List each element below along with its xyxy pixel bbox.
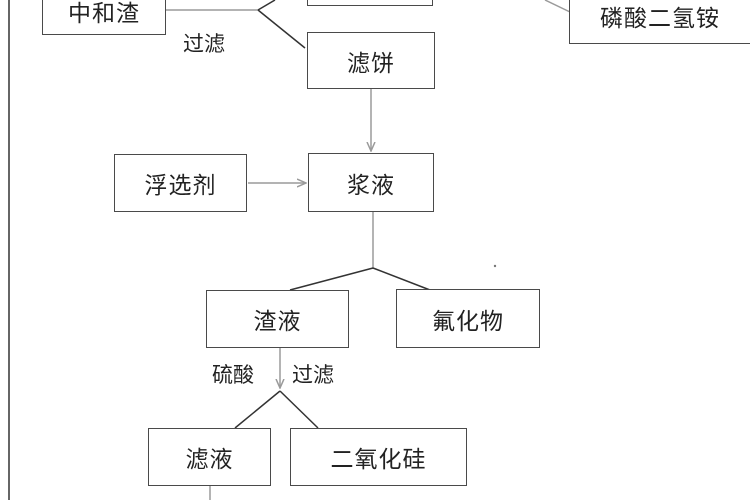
split-line-lower bbox=[257, 9, 306, 49]
split-line-upper bbox=[257, 0, 276, 11]
node-fluoride: 氟化物 bbox=[396, 289, 540, 348]
node-fluoride-label: 氟化物 bbox=[432, 308, 504, 335]
label-sulfuric-acid: 硫酸 bbox=[212, 363, 254, 387]
node-residue-liquid: 渣液 bbox=[206, 290, 349, 348]
node-slurry: 浆液 bbox=[308, 153, 434, 212]
box-top-partial bbox=[307, 0, 433, 6]
split-to-fluoride bbox=[372, 267, 431, 291]
node-flotation-agent-label: 浮选剂 bbox=[144, 173, 217, 199]
node-residue-liquid-label: 渣液 bbox=[253, 309, 302, 335]
connector-to-phosphate bbox=[544, 0, 571, 13]
node-filtrate-label: 滤液 bbox=[185, 447, 234, 473]
node-silicon-dioxide-label: 二氧化硅 bbox=[330, 447, 427, 473]
split-to-silica bbox=[279, 390, 319, 429]
split-to-filtrate bbox=[234, 390, 281, 429]
node-neutralization-residue: 中和渣 bbox=[42, 0, 166, 35]
node-filter-cake-label: 滤饼 bbox=[347, 50, 395, 77]
node-ammonium-dihydrogen-phosphate: 磷酸二氢铵 bbox=[569, 0, 750, 44]
node-silicon-dioxide: 二氧化硅 bbox=[290, 428, 467, 486]
node-filtrate: 滤液 bbox=[148, 428, 271, 486]
label-filter-1: 过滤 bbox=[183, 32, 225, 56]
node-neutralization-residue-label: 中和渣 bbox=[68, 0, 140, 27]
label-filter-2: 过滤 bbox=[292, 363, 334, 387]
stray-dot bbox=[493, 264, 497, 268]
split-to-residue-liquid bbox=[289, 267, 374, 291]
node-filter-cake: 滤饼 bbox=[307, 32, 435, 89]
node-flotation-agent: 浮选剂 bbox=[114, 154, 247, 212]
node-ammonium-dihydrogen-phosphate-label: 磷酸二氢铵 bbox=[600, 6, 720, 32]
node-slurry-label: 浆液 bbox=[347, 172, 395, 199]
